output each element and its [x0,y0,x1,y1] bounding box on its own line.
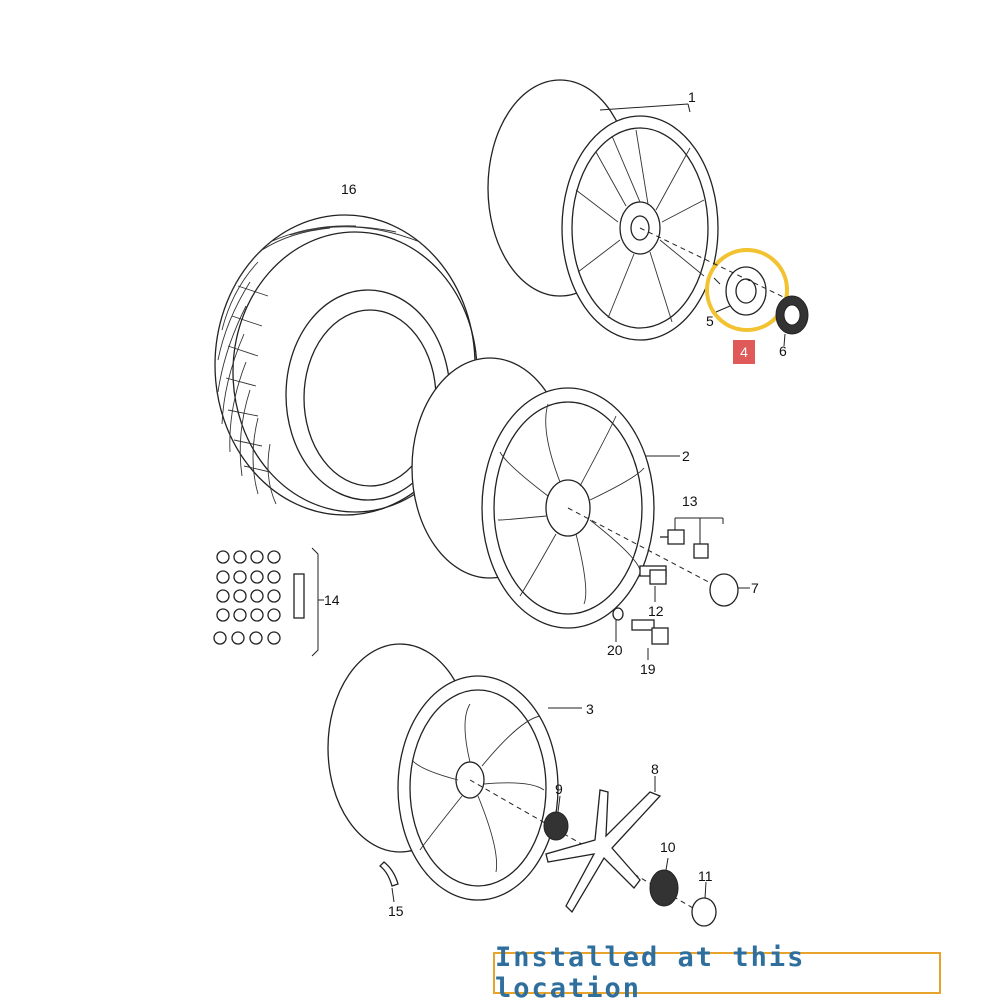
alloy-wheel-icon [487,79,719,341]
cap-9-icon [543,795,569,841]
alloy-wheel-icon [411,357,721,629]
callout-20: 20 [607,642,623,658]
callout-15: 15 [388,903,404,919]
callout-14: 14 [324,592,340,608]
highlighted-part-4[interactable]: 4 [733,340,755,364]
callout-1: 1 [688,89,696,105]
callout-16: 16 [341,181,357,197]
wheel-bolts [612,517,750,660]
installed-location-banner: Installed at this location [493,942,941,1004]
star-center-cap-icon [545,776,662,914]
callout-6: 6 [779,343,787,359]
cap-10-icon [649,857,679,907]
alloy-wheel-icon [327,643,701,913]
callout-11: 11 [698,868,713,884]
callout-5: 5 [706,313,714,329]
callout-8: 8 [651,761,659,777]
callout-10: 10 [660,839,676,855]
callout-9: 9 [555,781,563,797]
emblem-15-icon [379,861,399,903]
callout-12: 12 [648,603,664,619]
callout-19: 19 [640,661,656,677]
center-cap-icon [775,295,809,347]
callout-3: 3 [586,701,594,717]
callout-13: 13 [682,493,698,509]
callout-2: 2 [682,448,690,464]
hub-cap-icon [639,227,801,332]
tyre-icon [214,214,478,516]
cap-11-icon [691,881,717,927]
lug-nut-set-icon [213,547,324,657]
callout-7: 7 [751,580,759,596]
